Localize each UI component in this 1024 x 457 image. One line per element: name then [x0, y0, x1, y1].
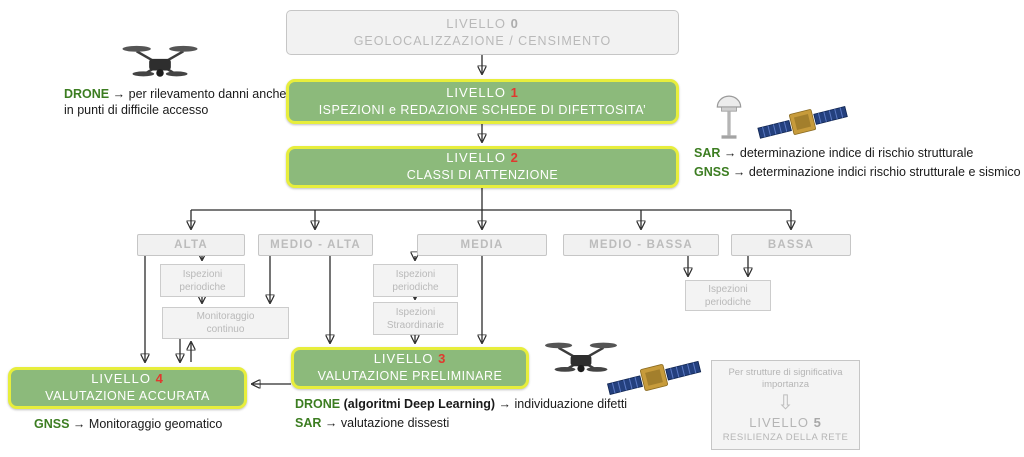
right-arrow-icon: → [324, 416, 338, 431]
drone-top-annotation: DRONE → per rilevamento danni anche in p… [64, 86, 292, 119]
level-1-label: LIVELLO [446, 84, 506, 100]
right-arrow-icon: → [732, 165, 746, 180]
level-5-number: 5 [813, 415, 822, 431]
activity-ispezioni-periodiche-alta: Ispezioni periodiche [160, 264, 245, 297]
level-5-box: Per strutture di significativa importanz… [711, 360, 860, 450]
drone-bottom-text: individuazione difetti [514, 397, 628, 411]
level-5-subtitle: RESILIENZA DELLA RETE [722, 432, 849, 444]
activity-ispezioni-periodiche-media: Ispezioni periodiche [373, 264, 458, 297]
class-box-alta: ALTA [137, 234, 245, 256]
level-2-number: 2 [510, 150, 519, 166]
drone-top-text: per rilevamento danni anche in punti di … [64, 87, 287, 118]
drone-bottom-extra: (algoritmi Deep Learning) [343, 397, 496, 411]
level-4-title: LIVELLO 4 [91, 371, 164, 388]
level-5-title: LIVELLO 5 [749, 415, 822, 430]
level-0-number: 0 [510, 16, 519, 32]
level-5-label: LIVELLO [749, 415, 809, 431]
right-arrow-icon: → [498, 397, 512, 411]
right-arrow-icon: → [723, 146, 737, 160]
level-0-label: LIVELLO [446, 16, 506, 32]
level-1-subtitle: ISPEZIONI e REDAZIONE SCHEDE DI DIFETTOS… [318, 102, 647, 117]
level-4-subtitle: VALUTAZIONE ACCURATA [45, 389, 210, 404]
level-2-box: LIVELLO 2 CLASSI DI ATTENZIONE [286, 146, 679, 188]
right-arrow-icon: → [72, 417, 86, 431]
class-box-medio-alta: MEDIO - ALTA [258, 234, 373, 256]
gnss-bottom-annotation: GNSS → Monitoraggio geomatico [34, 416, 294, 432]
gnss-bottom-text: Monitoraggio geomatico [88, 417, 223, 431]
class-box-medio-bassa: MEDIO - BASSA [563, 234, 719, 256]
sar-bottom-line: SAR → valutazione dissesti [295, 415, 725, 431]
sar-satellite-icon [750, 98, 855, 146]
level-3-box: LIVELLO 3 VALUTAZIONE PRELIMINARE [291, 347, 529, 389]
level-4-number: 4 [155, 371, 164, 387]
drone-keyword: DRONE [295, 397, 341, 411]
gnss-right-text: determinazione indici rischio struttural… [748, 165, 1021, 180]
activity-monitoraggio-continuo: Monitoraggio continuo [162, 307, 289, 339]
level-4-label: LIVELLO [91, 371, 151, 387]
level-2-title: LIVELLO 2 [446, 150, 519, 167]
level-3-subtitle: VALUTAZIONE PRELIMINARE [317, 369, 503, 384]
activity-ispezioni-straordinarie: Ispezioni Straordinarie [373, 302, 458, 335]
down-arrow-icon: ⇩ [777, 392, 794, 415]
class-box-bassa: BASSA [731, 234, 851, 256]
level-0-subtitle: GEOLOCALIZZAZIONE / CENSIMENTO [353, 33, 612, 48]
sar-keyword: SAR [694, 146, 721, 160]
right-arrow-icon: → [112, 87, 126, 101]
activity-ispezioni-periodiche-bassa: Ispezioni periodiche [685, 280, 771, 311]
gnss-right-line: GNSS → determinazione indici rischio str… [694, 164, 1024, 180]
gnss-antenna-icon [712, 92, 746, 142]
sar-right-line: SAR → determinazione indice di rischio s… [694, 145, 1024, 161]
level-2-label: LIVELLO [446, 150, 506, 166]
level-1-title: LIVELLO 1 [446, 85, 519, 102]
sar-bottom-text: valutazione dissesti [340, 416, 450, 431]
level-1-number: 1 [510, 84, 519, 100]
sar-satellite-icon-bottom [604, 350, 704, 405]
level-3-label: LIVELLO [373, 351, 434, 367]
level-5-note: Per strutture di significativa importanz… [728, 366, 843, 390]
level-0-box: LIVELLO 0 GEOLOCALIZZAZIONE / CENSIMENTO [286, 10, 679, 55]
level-1-box: LIVELLO 1 ISPEZIONI e REDAZIONE SCHEDE D… [286, 79, 679, 124]
drone-icon-bottom [541, 333, 621, 385]
gnss-keyword: GNSS [34, 417, 70, 431]
drone-sar-bottom-annotation: DRONE (algoritmi Deep Learning) → indivi… [295, 396, 725, 435]
sar-keyword: SAR [295, 416, 322, 431]
level-0-title: LIVELLO 0 [446, 15, 519, 33]
gnss-keyword: GNSS [694, 165, 730, 180]
drone-bottom-line: DRONE (algoritmi Deep Learning) → indivi… [295, 396, 725, 412]
class-box-media: MEDIA [417, 234, 547, 256]
sar-gnss-annotation: SAR → determinazione indice di rischio s… [694, 145, 1024, 184]
sar-right-text: determinazione indice di rischio struttu… [739, 146, 974, 160]
level-2-subtitle: CLASSI DI ATTENZIONE [406, 168, 559, 183]
level-4-box: LIVELLO 4 VALUTAZIONE ACCURATA [8, 367, 247, 409]
drone-keyword: DRONE [64, 87, 110, 101]
level-3-number: 3 [438, 351, 447, 367]
drone-icon [116, 38, 204, 88]
level-3-title: LIVELLO 3 [374, 351, 447, 368]
